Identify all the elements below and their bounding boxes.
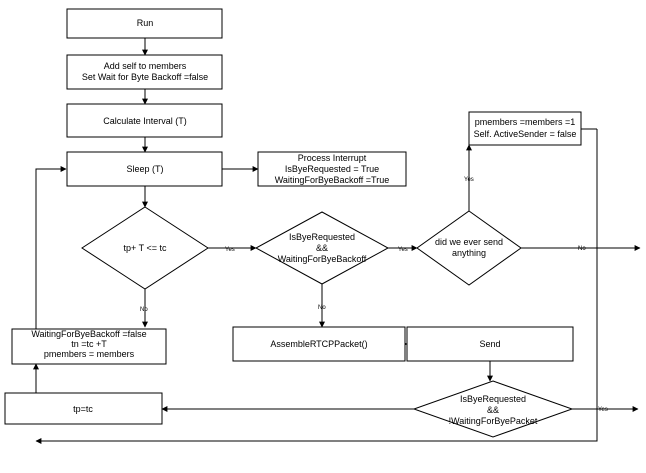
sleep-box: Sleep (T) xyxy=(66,151,223,187)
bye-decision-line-3: WaitingForByeBackoff xyxy=(278,254,367,264)
process-interrupt-box: Process Interrupt IsByeRequested = True … xyxy=(257,151,407,187)
waiting-line-2: tn =tc +T xyxy=(71,339,107,349)
bye-packet-line-2: && xyxy=(487,405,499,415)
bye-packet-line-1: IsByeRequested xyxy=(460,394,526,404)
calculate-interval-box: Calculate Interval (T) xyxy=(66,103,223,138)
process-interrupt-line-3: WaitingForByeBackoff =True xyxy=(275,175,389,185)
edge-waiting-loop xyxy=(35,166,67,329)
edge-bottom-return xyxy=(35,129,598,444)
bye-decision-diamond: IsByeRequested && WaitingForByeBackoff xyxy=(254,211,390,285)
add-self-line-2: Set Wait for Byte Backoff =false xyxy=(82,72,208,82)
run-label: Run xyxy=(137,18,154,28)
ever-send-line-2: anything xyxy=(452,248,486,258)
packet-yes-label: Yes xyxy=(598,407,608,413)
calculate-interval-label: Calculate Interval (T) xyxy=(103,116,187,126)
bye-decision-line-2: && xyxy=(316,243,328,253)
edge-labels: Yes No Yes No Yes No Yes xyxy=(140,177,608,413)
process-interrupt-line-1: Process Interrupt xyxy=(298,153,367,163)
bye-no-label: No xyxy=(318,305,326,311)
bye-packet-line-3: !WaitingForByePacket xyxy=(449,416,538,426)
waiting-line-1: WaitingForByeBackoff =false xyxy=(31,329,146,339)
pmembers-line-1: pmembers =members =1 xyxy=(475,117,576,127)
sleep-label: Sleep (T) xyxy=(126,164,163,174)
assemble-label: AssembleRTCPPacket() xyxy=(270,339,367,349)
bye-yes-label: Yes xyxy=(398,247,408,253)
ever-yes-label: Yes xyxy=(464,177,474,183)
pmembers-line-2: Self. ActiveSender = false xyxy=(474,129,577,139)
tp-decision-diamond: tp+ T <= tc xyxy=(81,206,209,290)
waiting-box: WaitingForByeBackoff =false tn =tc +T pm… xyxy=(11,328,167,365)
bye-decision-line-1: IsByeRequested xyxy=(289,232,355,242)
run-box: Run xyxy=(66,8,223,39)
tp-yes-label: Yes xyxy=(225,247,235,253)
add-self-box: Add self to members Set Wait for Byte Ba… xyxy=(66,54,223,90)
process-interrupt-line-2: IsByeRequested = True xyxy=(285,164,379,174)
add-self-line-1: Add self to members xyxy=(104,61,187,71)
pmembers-box: pmembers =members =1 Self. ActiveSender … xyxy=(468,111,582,146)
ever-send-decision-diamond: did we ever send anything xyxy=(416,210,522,286)
tp-decision-label: tp+ T <= tc xyxy=(124,243,167,253)
ever-send-line-1: did we ever send xyxy=(435,237,503,247)
assemble-box: AssembleRTCPPacket() xyxy=(232,326,406,362)
bye-packet-decision-diamond: IsByeRequested && !WaitingForByePacket xyxy=(412,380,574,438)
tp-tc-label: tp=tc xyxy=(73,404,93,414)
waiting-line-3: pmembers = members xyxy=(44,349,135,359)
edges xyxy=(33,38,641,444)
tp-tc-box: tp=tc xyxy=(4,392,163,425)
send-box: Send xyxy=(406,326,574,362)
ever-no-label: No xyxy=(578,246,586,252)
send-label: Send xyxy=(479,339,500,349)
tp-no-label: No xyxy=(140,307,148,313)
